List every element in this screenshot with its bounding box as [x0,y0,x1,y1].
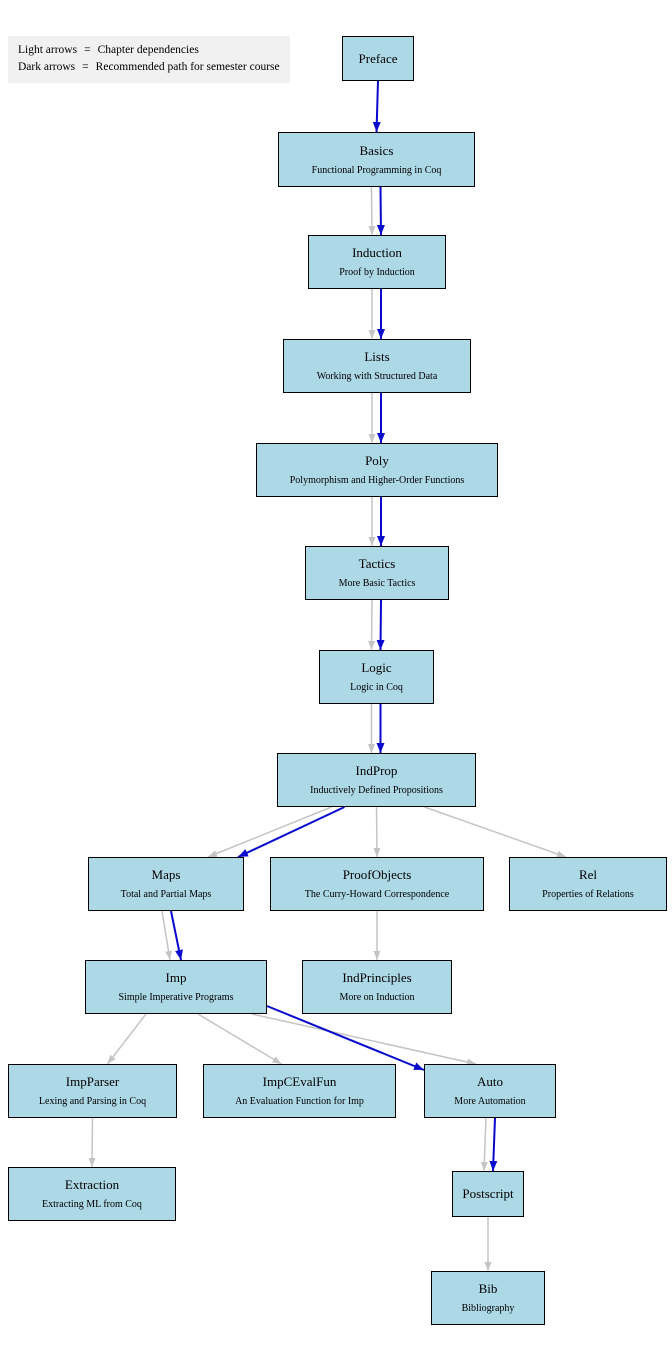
legend-dark-equals: = [82,61,89,73]
edge-imp-auto-recommended [266,1005,425,1071]
node-bib-subtitle: Bibliography [461,1303,515,1314]
node-auto-title: Auto [477,1074,503,1089]
node-poly-title: Poly [365,453,389,468]
node-indprop-subtitle: Inductively Defined Propositions [310,785,443,796]
node-indprinciples-title: IndPrinciples [342,970,412,985]
node-postscript[interactable]: Postscript [452,1171,524,1217]
node-logic-subtitle: Logic in Coq [350,682,403,693]
legend-light-label: Light arrows [18,44,78,56]
node-rel-subtitle: Properties of Relations [542,889,634,900]
node-induction-subtitle: Proof by Induction [339,267,415,278]
node-postscript-title: Postscript [462,1186,514,1201]
node-impcevalfun-subtitle: An Evaluation Function for Imp [235,1096,364,1107]
edge-indprop-maps-recommended [237,806,345,858]
edge-basics-induction-recommended [376,186,385,236]
legend: Light arrows = Chapter dependencies Dark… [8,36,290,83]
node-proofobjects-subtitle: The Curry-Howard Correspondence [304,889,450,900]
edge-imp-impcevalfun-dependency [197,1013,282,1065]
node-maps-subtitle: Total and Partial Maps [120,889,212,900]
edge-auto-postscript-dependency [480,1117,488,1172]
legend-dark-label: Dark arrows [18,61,76,73]
node-logic-title: Logic [361,660,392,675]
edge-impparser-extraction-dependency [88,1117,96,1168]
node-indprinciples-subtitle: More on Induction [339,992,415,1003]
edge-tactics-logic-dependency [368,599,376,651]
edge-imp-auto-dependency [251,1013,477,1066]
legend-light-equals: = [84,44,91,56]
edge-auto-postscript-recommended [489,1117,498,1172]
node-basics-subtitle: Functional Programming in Coq [311,164,442,176]
edge-indprop-maps-dependency [207,806,332,858]
node-induction-title: Induction [352,245,402,260]
node-tactics-subtitle: More Basic Tactics [338,578,416,589]
node-proofobjects-title: ProofObjects [342,867,412,882]
node-impparser-title: ImpParser [65,1074,120,1089]
edge-tactics-logic-recommended [376,599,385,651]
node-preface[interactable]: Preface [342,36,414,81]
node-impcevalfun-title: ImpCEvalFun [262,1074,337,1089]
node-extraction-subtitle: Extracting ML from Coq [42,1199,142,1210]
edge-preface-basics-recommended [372,80,381,133]
node-maps-title: Maps [151,867,181,882]
node-auto-subtitle: More Automation [454,1096,526,1107]
node-bib-title: Bib [478,1281,498,1296]
node-imp-title: Imp [165,970,187,985]
node-imp-subtitle: Simple Imperative Programs [118,992,234,1003]
edge-maps-imp-recommended [170,910,183,961]
legend-light-text: Chapter dependencies [97,44,199,56]
legend-row-dark: Dark arrows = Recommended path for semes… [18,59,280,76]
node-impcevalfun[interactable]: ImpCEvalFun An Evaluation Function for Im… [203,1064,396,1118]
legend-dark-text: Recommended path for semester course [95,61,280,73]
node-indprop-title: IndProp [355,763,398,778]
node-preface-title: Preface [358,50,398,66]
node-rel-title: Rel [578,867,598,882]
edge-indprop-rel-dependency [424,806,567,858]
edge-basics-induction-dependency [368,186,376,236]
node-poly-subtitle: Polymorphism and Higher-Order Functions [289,475,465,486]
node-extraction-title: Extraction [64,1177,120,1192]
edge-maps-imp-dependency [161,910,173,961]
node-lists-subtitle: Working with Structured Data [316,371,438,382]
edge-imp-impparser-dependency [106,1013,147,1065]
node-lists-title: Lists [364,349,390,364]
edge-indprop-proofobjects-dependency [373,806,381,858]
node-tactics-title: Tactics [358,556,396,571]
legend-row-light: Light arrows = Chapter dependencies [18,42,280,59]
node-basics-title: Basics [359,142,394,158]
node-impparser-subtitle: Lexing and Parsing in Coq [38,1096,147,1107]
